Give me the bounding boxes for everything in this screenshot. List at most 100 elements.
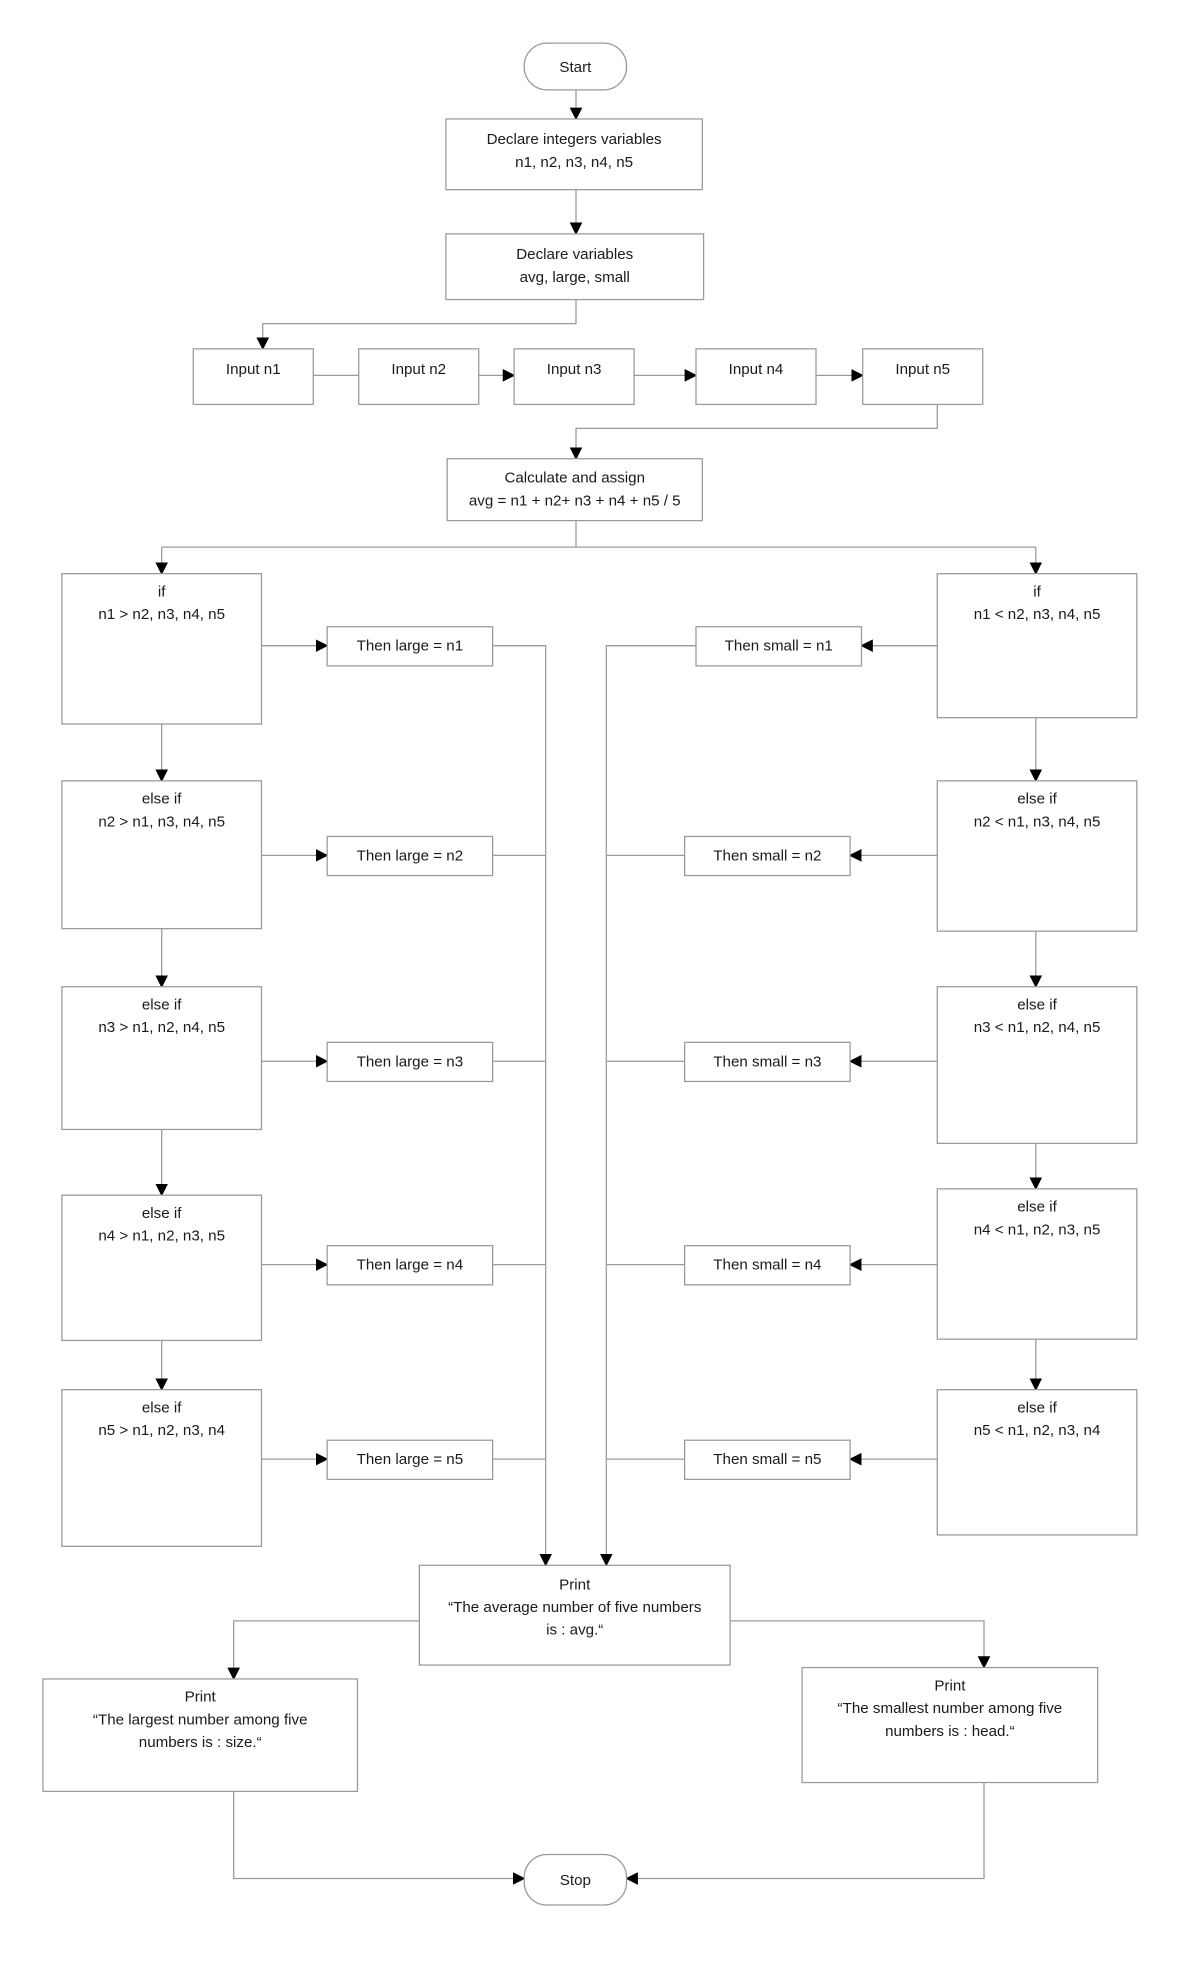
start-terminal-text: Start — [559, 59, 592, 76]
small-check-1-box-text: n1 < n2, n3, n4, n5 — [974, 606, 1101, 623]
print-largest-box-text: numbers is : size.“ — [139, 1734, 262, 1751]
large-check-3-box-text: else if — [142, 996, 182, 1013]
small-check-2-box-text: else if — [1017, 791, 1057, 808]
small-check-4-box-shape — [936, 1188, 1138, 1340]
print-average-box-text: Print — [559, 1576, 591, 1593]
small-check-4-box-text: else if — [1017, 1199, 1057, 1216]
input-n5-box: Input n5 — [862, 348, 984, 406]
declare-variables-box-shape — [445, 233, 705, 301]
stop-terminal-shape — [523, 1853, 628, 1906]
large-check-4-box-shape — [61, 1194, 263, 1342]
small-assign-3-box-text: Then small = n3 — [713, 1053, 821, 1070]
print-smallest-box-shape — [801, 1666, 1099, 1784]
large-assign-5-box: Then large = n5 — [326, 1439, 494, 1480]
large-check-1-box-text: if — [158, 583, 166, 600]
calculate-avg-box-text: Calculate and assign — [504, 470, 645, 487]
print-largest-box: Print “The largest number among five numbe… — [42, 1678, 359, 1792]
small-check-5-box-text: else if — [1017, 1399, 1057, 1416]
large-assign-1-box-shape — [326, 626, 494, 667]
small-check-1-box-shape — [936, 573, 1138, 719]
small-check-1-box-text: if — [1033, 583, 1041, 600]
small-check-4-box-text: n4 < n1, n2, n3, n5 — [974, 1221, 1101, 1238]
start-terminal-shape — [523, 42, 628, 91]
small-check-3-box-text: n3 < n1, n2, n4, n5 — [974, 1019, 1101, 1036]
large-check-2-box: else if n2 > n1, n3, n4, n5 — [61, 780, 263, 930]
stop-terminal-text: Stop — [560, 1872, 591, 1889]
large-assign-3-box-shape — [326, 1041, 494, 1083]
stop-terminal: Stop — [523, 1853, 628, 1906]
print-average-box-text: “The average number of five numbers — [448, 1599, 702, 1616]
large-check-2-box-text: else if — [142, 791, 182, 808]
print-average-box-shape — [418, 1564, 731, 1666]
small-assign-4-box: Then small = n4 — [684, 1245, 851, 1286]
calculate-avg-box-text: avg = n1 + n2+ n3 + n4 + n5 / 5 — [469, 492, 681, 509]
large-assign-4-box-text: Then large = n4 — [357, 1257, 463, 1274]
input-n1-box-text: Input n1 — [226, 361, 281, 378]
print-average-box-text: is : avg.“ — [546, 1622, 603, 1639]
small-assign-3-box: Then small = n3 — [684, 1041, 851, 1083]
declare-variables-box-text: avg, large, small — [520, 269, 630, 286]
arrow-connector — [256, 299, 577, 351]
arrow-connector — [569, 404, 938, 460]
print-largest-box-text: Print — [185, 1689, 217, 1706]
declare-integers-box-text: n1, n2, n3, n4, n5 — [515, 154, 633, 171]
small-check-2-box: else if n2 < n1, n3, n4, n5 — [936, 780, 1138, 932]
declare-integers-box-shape — [445, 118, 703, 191]
input-n2-box-shape — [358, 348, 480, 406]
calculate-avg-box: Calculate and assign avg = n1 + n2+ n3 + … — [446, 458, 703, 522]
small-check-2-box-text: n2 < n1, n3, n4, n5 — [974, 813, 1101, 830]
small-assign-3-box-shape — [684, 1041, 851, 1083]
connectors — [155, 89, 1043, 1885]
print-largest-box-text: “The largest number among five — [93, 1711, 308, 1728]
small-assign-2-box: Then small = n2 — [684, 835, 851, 877]
start-terminal: Start — [523, 42, 628, 91]
input-n5-box-text: Input n5 — [895, 361, 950, 378]
large-check-3-box-shape — [61, 986, 263, 1131]
large-assign-5-box-text: Then large = n5 — [357, 1451, 463, 1468]
large-assign-2-box-shape — [326, 835, 494, 877]
arrow-connector — [233, 1791, 526, 1885]
large-assign-2-box-text: Then large = n2 — [357, 847, 463, 864]
input-n4-box-shape — [695, 348, 817, 406]
small-assign-1-box-text: Then small = n1 — [725, 638, 833, 655]
large-assign-3-box-text: Then large = n3 — [357, 1053, 463, 1070]
arrow-connector — [730, 1620, 991, 1669]
large-assign-4-box-shape — [326, 1245, 494, 1286]
large-assign-5-box-shape — [326, 1439, 494, 1480]
small-check-2-box-shape — [936, 780, 1138, 932]
small-check-5-box-text: n5 < n1, n2, n3, n4 — [974, 1422, 1101, 1439]
calculate-avg-box-shape — [446, 458, 703, 522]
large-check-5-box-shape — [61, 1389, 263, 1547]
input-n3-box: Input n3 — [513, 348, 635, 406]
input-n4-box-text: Input n4 — [729, 361, 784, 378]
print-smallest-box-text: Print — [934, 1677, 966, 1694]
small-check-3-box-text: else if — [1017, 996, 1057, 1013]
small-check-5-box-shape — [936, 1389, 1138, 1536]
input-n5-box-shape — [862, 348, 984, 406]
large-assign-3-box: Then large = n3 — [326, 1041, 494, 1083]
input-n2-box-text: Input n2 — [391, 361, 446, 378]
small-assign-4-box-text: Then small = n4 — [713, 1257, 821, 1274]
small-assign-2-box-text: Then small = n2 — [713, 847, 821, 864]
large-check-4-box-text: n4 > n1, n2, n3, n5 — [98, 1228, 225, 1245]
input-n3-box-shape — [513, 348, 635, 406]
input-n4-box: Input n4 — [695, 348, 817, 406]
input-n3-box-text: Input n3 — [547, 361, 602, 378]
large-assign-4-box: Then large = n4 — [326, 1245, 494, 1286]
small-assign-4-box-shape — [684, 1245, 851, 1286]
large-assign-2-box: Then large = n2 — [326, 835, 494, 877]
large-check-4-box: else if n4 > n1, n2, n3, n5 — [61, 1194, 263, 1342]
large-check-2-box-text: n2 > n1, n3, n4, n5 — [98, 813, 225, 830]
large-check-4-box-text: else if — [142, 1205, 182, 1222]
arrow-connector — [492, 645, 552, 1567]
small-assign-1-box-shape — [695, 626, 863, 667]
print-average-box: Print “The average number of five numbers… — [418, 1564, 731, 1666]
small-assign-1-box: Then small = n1 — [695, 626, 863, 667]
arrow-connector — [227, 1620, 420, 1681]
large-check-2-box-shape — [61, 780, 263, 930]
arrow-connector — [625, 1782, 985, 1885]
